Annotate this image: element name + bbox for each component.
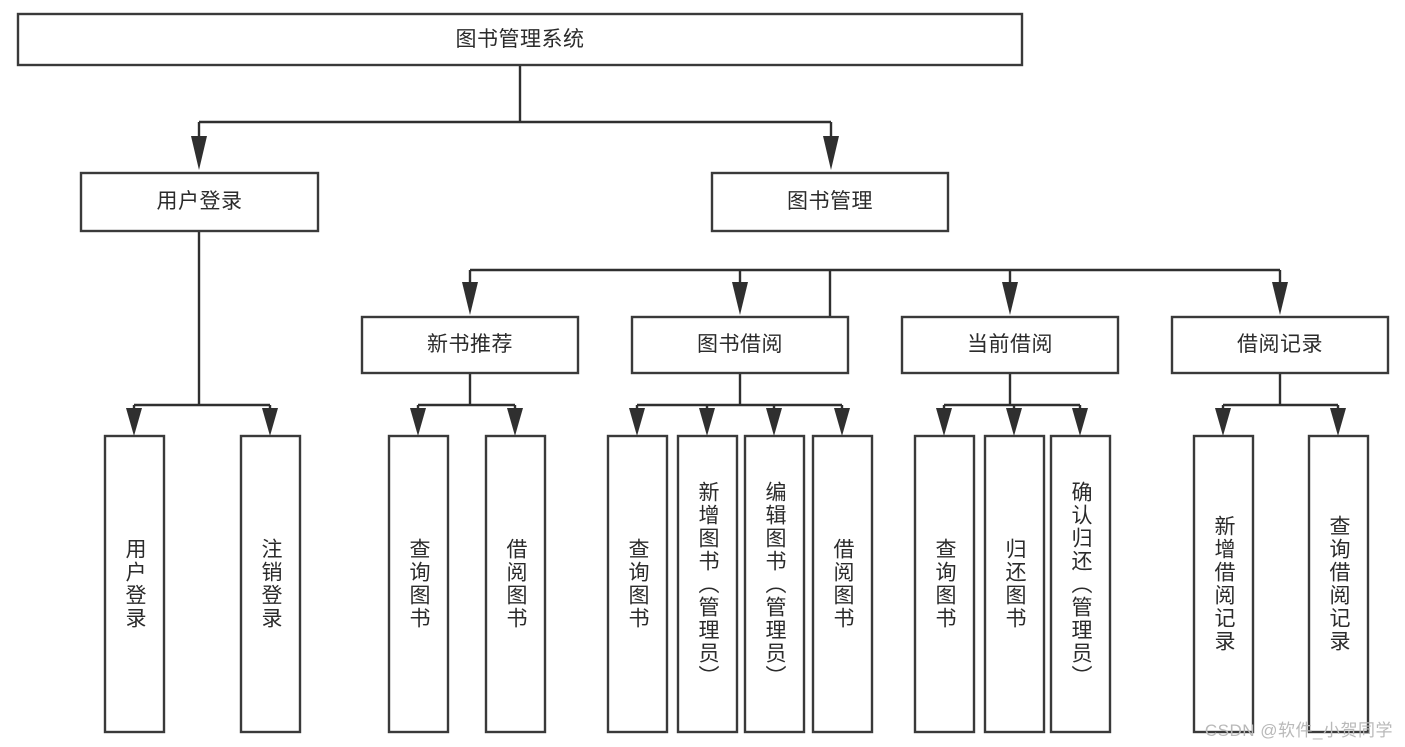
node-box-new-book-rec[interactable] (360, 315, 580, 375)
node-box-leaf-borrow-edit[interactable] (743, 434, 806, 734)
arrow-nbr-to-leaf2 (507, 408, 523, 436)
arrow-root-to-user-login (191, 136, 207, 170)
node-box-leaf-current-confirm[interactable] (1049, 434, 1112, 734)
connector-group-user-login (126, 232, 278, 436)
connector-group-book-borrow (629, 374, 850, 436)
node-box-book-manage[interactable] (710, 171, 950, 233)
node-box-leaf-record-add[interactable] (1192, 434, 1255, 734)
node-box-leaf-borrow-add[interactable] (676, 434, 739, 734)
arrow-bb-to-leaf2 (699, 408, 715, 436)
node-box-leaf-user-login[interactable] (103, 434, 166, 734)
node-box-current-borrow[interactable] (900, 315, 1120, 375)
arrow-bm-to-current-borrow (1002, 282, 1018, 315)
arrow-cb-to-leaf1 (936, 408, 952, 436)
arrow-br-to-leaf1 (1215, 408, 1231, 436)
arrow-cb-to-leaf3 (1072, 408, 1088, 436)
node-box-book-borrow[interactable] (630, 315, 850, 375)
connector-group-root (191, 66, 839, 170)
arrow-cb-to-leaf2 (1006, 408, 1022, 436)
connector-group-borrow-record (1215, 374, 1346, 436)
arrow-bb-to-leaf4 (834, 408, 850, 436)
node-box-leaf-rec-query[interactable] (387, 434, 450, 734)
arrow-ul-to-leaf2 (262, 408, 278, 436)
node-box-leaf-current-return[interactable] (983, 434, 1046, 734)
arrow-nbr-to-leaf1 (410, 408, 426, 436)
arrow-bm-to-new-book-rec (462, 282, 478, 315)
node-box-leaf-borrow-query[interactable] (606, 434, 669, 734)
connector-group-book-manage (462, 268, 1288, 374)
connector-group-new-book-rec (410, 374, 523, 436)
node-box-leaf-record-query[interactable] (1307, 434, 1370, 734)
node-box-root[interactable] (16, 12, 1024, 67)
node-box-user-login[interactable] (79, 171, 320, 233)
node-box-leaf-rec-borrow[interactable] (484, 434, 547, 734)
arrow-bm-to-book-borrow (732, 282, 748, 315)
arrow-bm-to-borrow-record (1272, 282, 1288, 315)
arrow-root-to-book-manage (823, 136, 839, 170)
arrow-ul-to-leaf1 (126, 408, 142, 436)
connector-group-current-borrow (936, 374, 1088, 436)
arrow-br-to-leaf2 (1330, 408, 1346, 436)
node-box-leaf-current-query[interactable] (913, 434, 976, 734)
arrow-bb-to-leaf1 (629, 408, 645, 436)
node-box-borrow-record[interactable] (1170, 315, 1390, 375)
node-box-leaf-borrow-lend[interactable] (811, 434, 874, 734)
node-box-leaf-user-logout[interactable] (239, 434, 302, 734)
arrow-bb-to-leaf3 (766, 408, 782, 436)
